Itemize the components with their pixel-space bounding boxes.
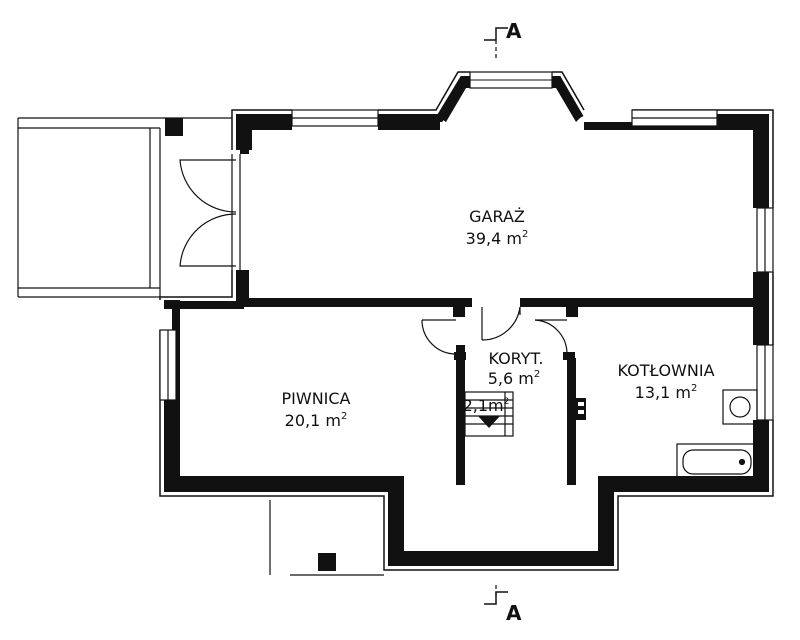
door-kotlownia <box>534 319 568 355</box>
boiler <box>722 389 758 425</box>
wall-kotlownia-west <box>567 358 576 485</box>
pillar-bottom <box>318 553 336 571</box>
room-koryt: KORYT. 5,6 m2 <box>488 349 544 388</box>
pillar-top-left <box>165 118 183 136</box>
windows <box>159 109 774 421</box>
carport <box>17 117 384 576</box>
interior-walls <box>165 118 765 571</box>
bay-window <box>435 71 585 122</box>
doors <box>179 154 568 355</box>
wall-garaz-south-left <box>240 298 472 307</box>
room-area-piwnica: 20,1 m2 <box>285 411 348 430</box>
door-piwnica <box>421 319 457 355</box>
wall-piwnica-east <box>456 345 465 485</box>
room-stairs: 2,1m2 <box>463 396 510 415</box>
section-marker-bottom: A <box>484 585 522 625</box>
room-area-kotlownia: 13,1 m2 <box>635 383 698 402</box>
stairs-arrow <box>478 416 500 428</box>
room-garaz: GARAŻ 39,4 m2 <box>466 207 529 248</box>
wall-garaz-south-right <box>520 298 765 307</box>
room-name-garaz: GARAŻ <box>469 207 525 226</box>
door-garage-double <box>179 154 241 270</box>
stairs <box>464 391 514 437</box>
chimney-vent <box>576 398 586 420</box>
room-area-koryt: 5,6 m2 <box>488 369 541 388</box>
room-name-kotlownia: KOTŁOWNIA <box>617 361 714 380</box>
fixtures <box>676 389 758 481</box>
room-name-koryt: KORYT. <box>488 349 543 368</box>
room-kotlownia: KOTŁOWNIA 13,1 m2 <box>617 361 714 402</box>
door-koryt-garaz <box>481 306 521 341</box>
outer-wall-thick <box>164 76 769 566</box>
section-marker-top: A <box>484 19 522 60</box>
outer-wall-thick-b <box>172 122 761 559</box>
section-label-bottom: A <box>506 601 522 625</box>
room-piwnica: PIWNICA 20,1 m2 <box>282 389 351 430</box>
room-area-stairs: 2,1m2 <box>463 396 510 415</box>
bathtub <box>676 443 758 481</box>
section-label-top: A <box>506 19 522 43</box>
wall-garaz-west <box>240 270 249 307</box>
room-name-piwnica: PIWNICA <box>282 389 351 408</box>
outer-walls <box>159 71 774 571</box>
room-area-garaz: 39,4 m2 <box>466 229 529 248</box>
